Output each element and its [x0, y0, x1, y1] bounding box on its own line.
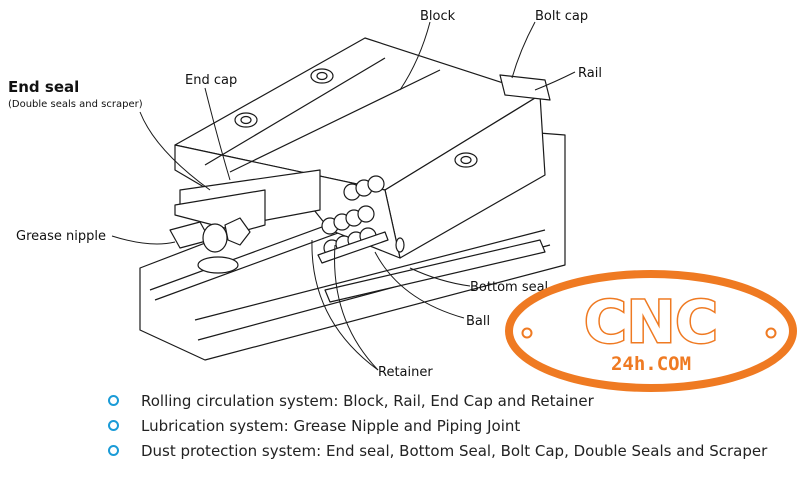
- side-hole: [395, 237, 405, 253]
- mounting-hole: [460, 155, 472, 165]
- feature-text: Rolling circulation system: Block, Rail,…: [141, 391, 594, 410]
- grease-nipple-hex: [224, 217, 251, 246]
- feature-item: Rolling circulation system: Block, Rail,…: [108, 388, 798, 413]
- leader-line: [334, 244, 379, 371]
- leader-line: [111, 235, 176, 245]
- label-end-seal-sub: (Double seals and scraper): [8, 99, 143, 110]
- logo-main-text: CNC: [584, 288, 718, 356]
- circle-bullet-icon: [108, 420, 119, 431]
- feature-text: Lubrication system: Grease Nipple and Pi…: [141, 416, 521, 435]
- label-block: Block: [420, 9, 456, 24]
- mounting-hole: [316, 71, 328, 81]
- label-bottom-seal: Bottom seal: [470, 280, 548, 295]
- leader-line: [511, 21, 536, 79]
- leader-line: [534, 71, 576, 91]
- feature-list: Rolling circulation system: Block, Rail,…: [108, 388, 798, 463]
- grease-nipple-base: [197, 256, 239, 274]
- label-grease-nipple: Grease nipple: [16, 229, 106, 244]
- leader-line: [204, 87, 231, 181]
- leader-line: [374, 251, 465, 319]
- label-rail: Rail: [578, 66, 602, 81]
- label-ball: Ball: [466, 314, 490, 329]
- leader-line: [409, 267, 471, 287]
- bolt-cap: [499, 74, 551, 101]
- feature-item: Lubrication system: Grease Nipple and Pi…: [108, 413, 798, 438]
- grease-nipple-cap: [202, 223, 228, 253]
- mounting-hole: [240, 115, 252, 125]
- label-end-cap: End cap: [185, 73, 237, 88]
- circle-bullet-icon: [108, 445, 119, 456]
- ball: [367, 175, 385, 193]
- ball: [357, 205, 375, 223]
- leader-line: [139, 111, 211, 191]
- logo-dot-left: [521, 327, 533, 339]
- block-top-ridge: [204, 57, 441, 173]
- label-end-seal: End seal: [8, 78, 79, 96]
- logo-dot-right: [765, 327, 777, 339]
- leader-line: [399, 21, 431, 91]
- label-bolt-cap: Bolt cap: [535, 9, 588, 24]
- feature-item: Dust protection system: End seal, Bottom…: [108, 438, 798, 463]
- circle-bullet-icon: [108, 395, 119, 406]
- logo-ring: [505, 270, 797, 392]
- retainer-strip: [317, 231, 389, 264]
- leader-line: [311, 239, 379, 371]
- cnc24h-logo: CNC 24h.COM: [505, 270, 797, 392]
- bottom-seal-strip: [324, 239, 546, 303]
- feature-text: Dust protection system: End seal, Bottom…: [141, 441, 768, 460]
- logo-sub-text: 24h.COM: [611, 353, 691, 375]
- label-retainer: Retainer: [378, 365, 433, 380]
